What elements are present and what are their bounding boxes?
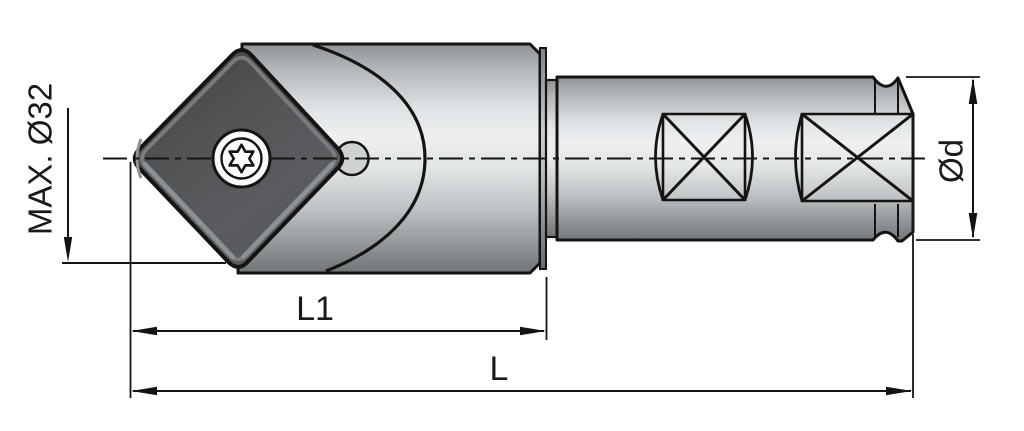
ring-groove [874,80,899,237]
clamping-flat-1 [654,112,754,202]
dimension-l [129,162,914,398]
dimensions [62,76,980,398]
torx-recess-icon [228,143,255,174]
dimension-l1 [131,277,548,340]
clamping-flat-2 [794,112,915,203]
head-nose-arc [312,43,427,273]
dimension-shank-diameter [906,76,980,241]
torx-screw [211,128,272,189]
dimension-max-diameter [62,108,226,264]
insert-edge-highlights [142,161,335,260]
label-l: L [490,350,509,388]
label-l1: L1 [296,290,334,328]
label-shank-diameter: Ød [933,139,970,183]
label-max-diameter: MAX. Ø32 [22,83,59,235]
